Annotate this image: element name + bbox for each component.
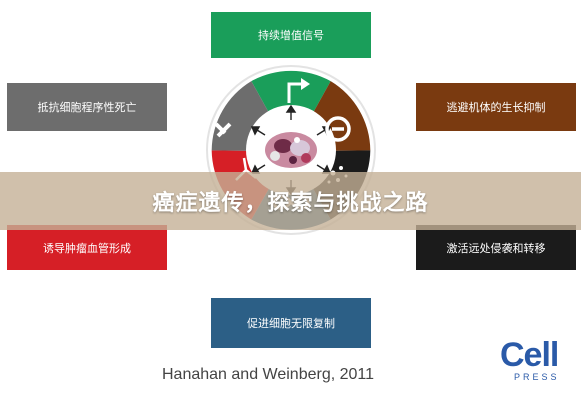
banner-title: 癌症遗传，探索与挑战之路 <box>152 191 429 216</box>
title-banner: 癌症遗传，探索与挑战之路 <box>0 172 581 230</box>
hallmark-box-bottom: 促进细胞无限复制 <box>211 298 371 348</box>
hallmark-box-top: 持续增值信号 <box>211 12 371 58</box>
no-sign-icon <box>325 116 351 142</box>
cross-icon <box>214 122 232 138</box>
outer-ring <box>206 65 376 235</box>
hallmark-label-bottom-right: 激活远处侵袭和转移 <box>446 241 546 255</box>
citation: Hanahan and Weinberg, 2011 <box>162 366 375 383</box>
hallmark-box-top-right: 逃避机体的生长抑制 <box>416 83 576 131</box>
tumor-cell-illustration <box>265 132 317 168</box>
hallmark-label-top: 持续增值信号 <box>258 29 324 42</box>
logo-main-text: Cell <box>500 336 559 374</box>
ring-segment-top <box>251 70 331 113</box>
ring-segment-top-left <box>211 81 269 151</box>
hallmark-box-bottom-right: 激活远处侵袭和转移 <box>416 225 576 270</box>
hallmark-label-bottom: 促进细胞无限复制 <box>247 317 335 330</box>
cell-press-logo: Cell PRESS <box>500 338 566 390</box>
hallmark-label-top-right: 逃避机体的生长抑制 <box>446 101 546 114</box>
hallmark-label-top-left: 抵抗细胞程序性死亡 <box>37 101 137 114</box>
ring-segment-top-right <box>313 81 371 151</box>
hallmark-label-bottom-left: 诱导肿瘤血管形成 <box>43 241 131 255</box>
logo-sub-text: PRESS <box>514 372 560 382</box>
hallmark-box-top-left: 抵抗细胞程序性死亡 <box>7 83 167 131</box>
arrow-icon <box>287 78 310 103</box>
hallmark-box-bottom-left: 诱导肿瘤血管形成 <box>7 225 167 270</box>
